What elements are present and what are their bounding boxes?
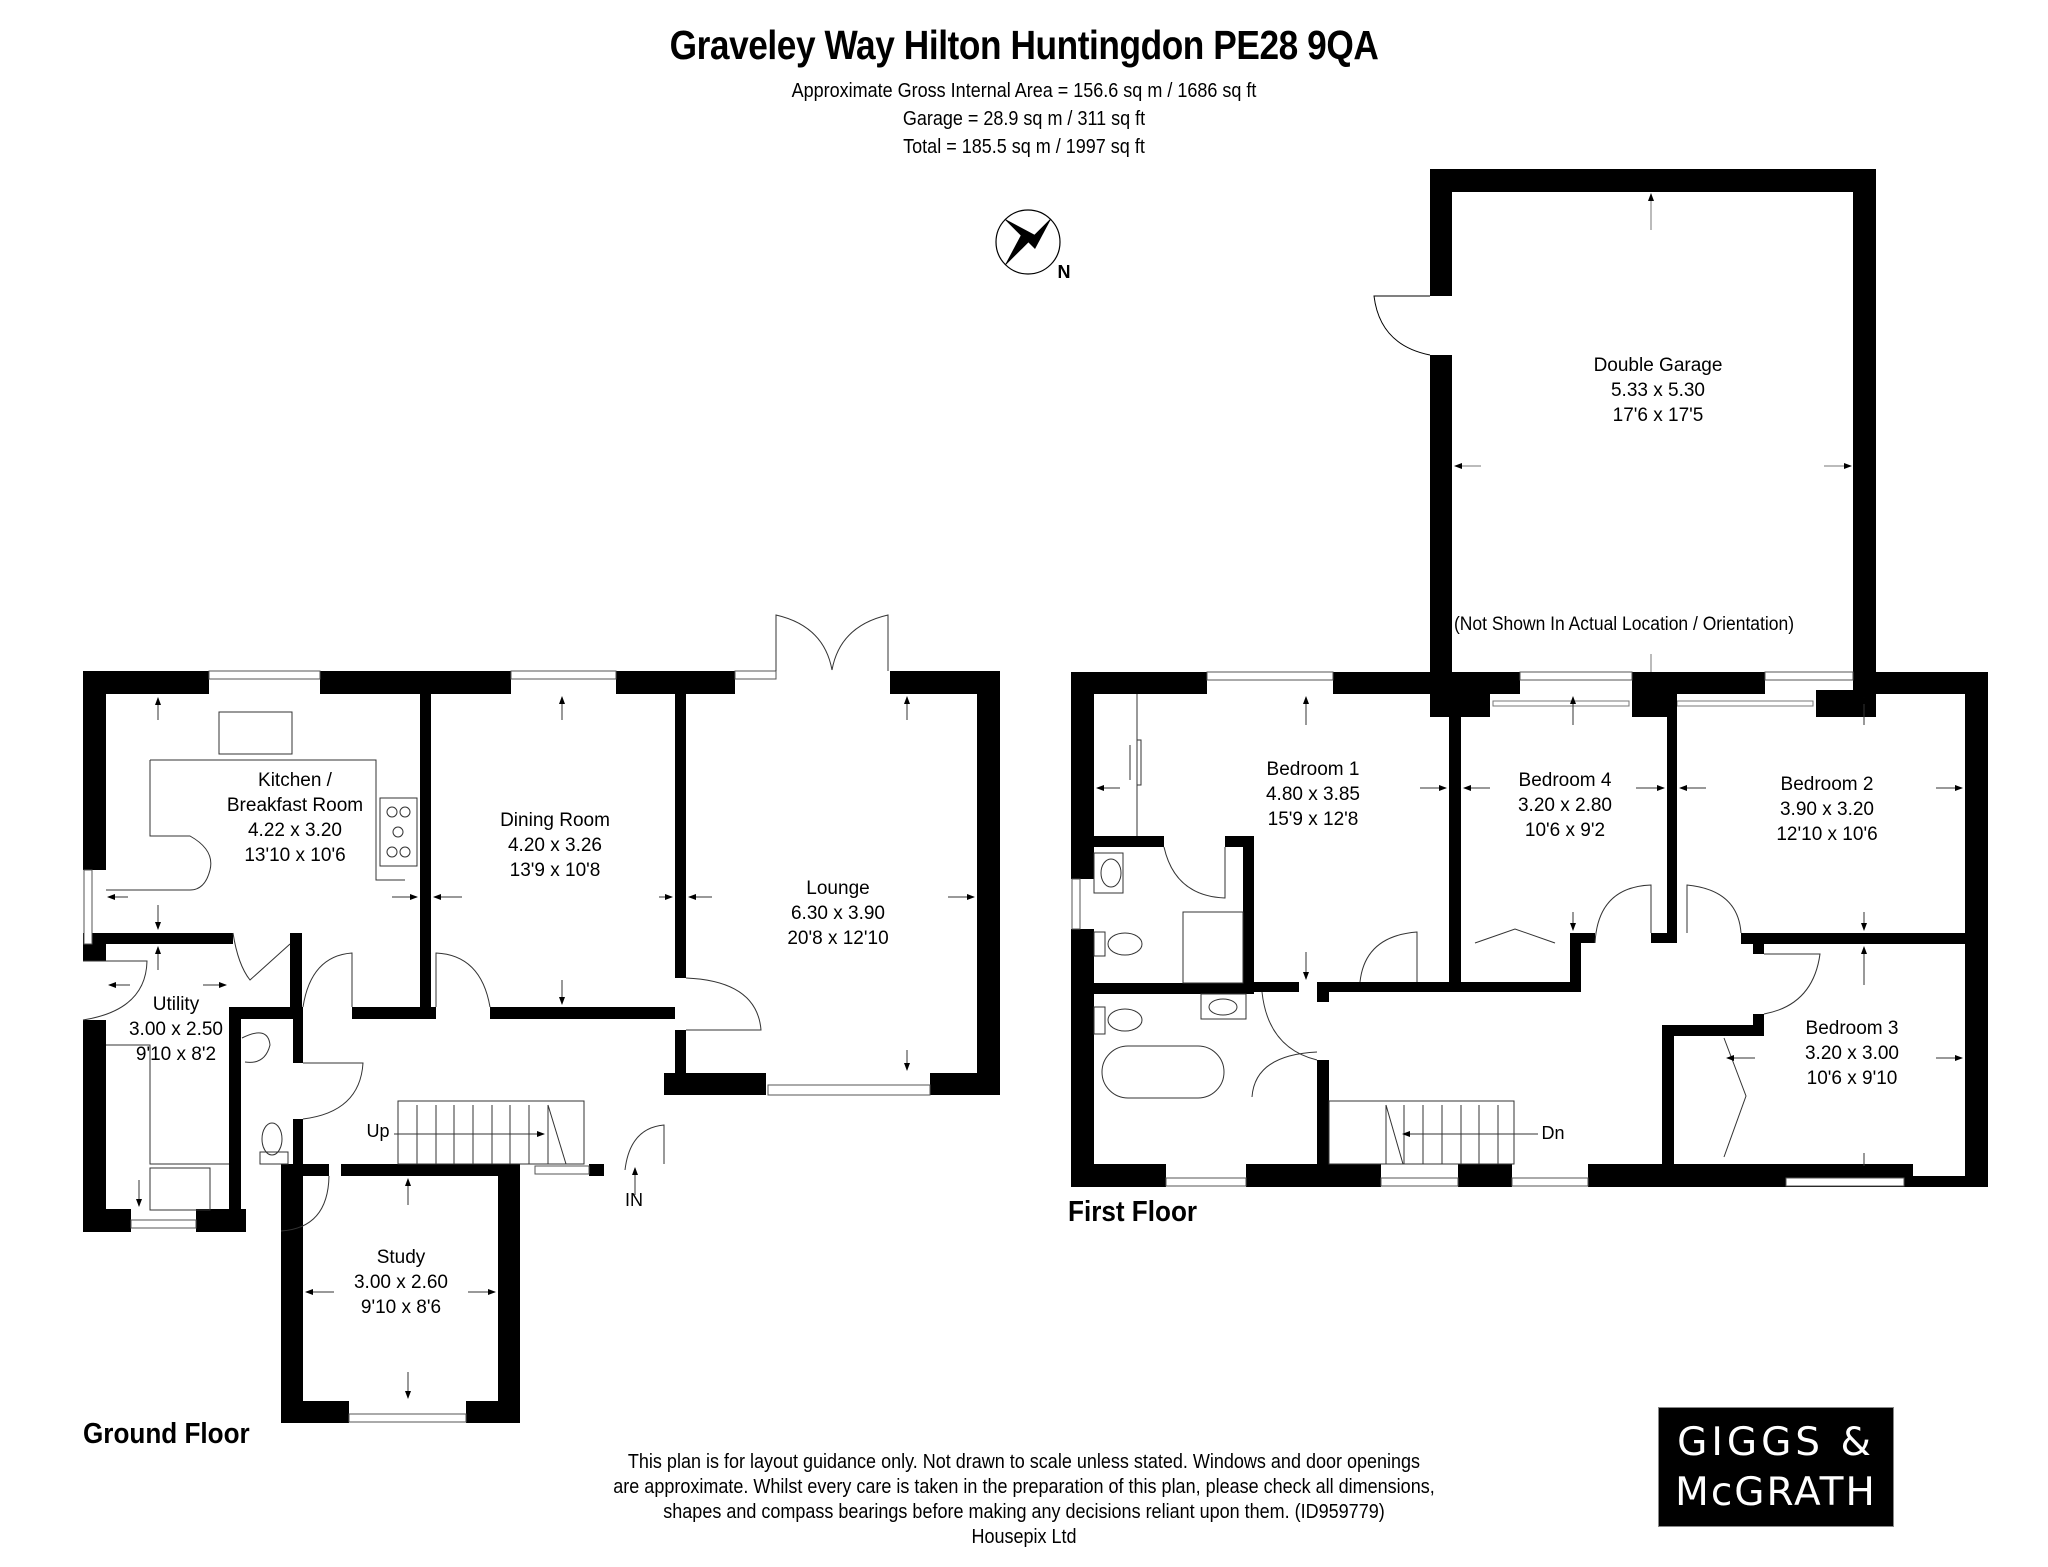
- room-metric: 6.30 x 3.90: [790, 903, 886, 924]
- room-label-double-garage: Double Garage 5.33 x 5.30 17'6 x 17'5: [1594, 353, 1723, 428]
- disclaimer-line: are approximate. Whilst every care is ta…: [613, 1476, 1435, 1498]
- room-metric: 3.00 x 2.50: [128, 1019, 224, 1040]
- room-name: Dining Room: [500, 810, 610, 831]
- room-imperial: 15'9 x 12'8: [1267, 809, 1359, 830]
- room-metric: 5.33 x 5.30: [1610, 380, 1706, 401]
- garage-orientation-note: (Not Shown In Actual Location / Orientat…: [1453, 614, 1795, 635]
- ground-floor-fixtures: [82, 614, 975, 1399]
- disclaimer-line: shapes and compass bearings before makin…: [663, 1501, 1385, 1523]
- room-metric: 3.90 x 3.20: [1779, 799, 1875, 820]
- room-name-2: Breakfast Room: [226, 795, 364, 816]
- room-label-dining-room: Dining Room 4.20 x 3.26 13'9 x 10'8: [500, 808, 610, 883]
- room-metric: 4.22 x 3.20: [247, 820, 343, 841]
- garage-area: Garage = 28.9 sq m / 311 sq ft: [902, 108, 1146, 130]
- stairs-up-label: Up: [366, 1121, 390, 1141]
- room-name: Bedroom 4: [1518, 770, 1612, 791]
- room-label-bedroom-2: Bedroom 2 3.90 x 3.20 12'10 x 10'6: [1776, 772, 1877, 847]
- disclaimer-credit: Housepix Ltd: [971, 1526, 1077, 1548]
- room-imperial: 20'8 x 12'10: [787, 928, 889, 949]
- disclaimer: This plan is for layout guidance only. N…: [613, 1450, 1434, 1550]
- garage-plan: [1373, 169, 1876, 717]
- page-title: Graveley Way Hilton Huntingdon PE28 9QA: [669, 22, 1379, 68]
- room-imperial: 13'9 x 10'8: [509, 860, 601, 881]
- logo-line-2: McGRATH: [1675, 1470, 1877, 1515]
- room-metric: 3.00 x 2.60: [353, 1272, 449, 1293]
- room-imperial: 13'10 x 10'6: [244, 845, 346, 866]
- room-name: Bedroom 2: [1780, 774, 1874, 795]
- room-name: Kitchen /: [258, 770, 332, 791]
- logo-line-1: GIGGS &: [1677, 1420, 1875, 1465]
- room-imperial: 17'6 x 17'5: [1612, 405, 1704, 426]
- room-imperial: 9'10 x 8'2: [135, 1044, 217, 1065]
- ground-floor-walls: [83, 670, 1000, 1423]
- room-label-kitchen: Kitchen / Breakfast Room 4.22 x 3.20 13'…: [227, 768, 363, 868]
- disclaimer-line: This plan is for layout guidance only. N…: [627, 1451, 1421, 1473]
- first-floor-fixtures: [1093, 694, 1963, 1174]
- room-name: Bedroom 1: [1266, 759, 1360, 780]
- room-imperial: 10'6 x 9'2: [1524, 820, 1606, 841]
- room-label-study: Study 3.00 x 2.60 9'10 x 8'6: [354, 1245, 448, 1320]
- room-imperial: 12'10 x 10'6: [1776, 824, 1878, 845]
- stairs-down-label: Dn: [1541, 1123, 1565, 1143]
- gross-internal-area: Approximate Gross Internal Area = 156.6 …: [791, 80, 1257, 102]
- entrance-label: IN: [625, 1190, 643, 1210]
- room-metric: 3.20 x 2.80: [1517, 795, 1613, 816]
- room-label-bedroom-1: Bedroom 1 4.80 x 3.85 15'9 x 12'8: [1266, 757, 1360, 832]
- total-area: Total = 185.5 sq m / 1997 sq ft: [903, 136, 1145, 158]
- room-metric: 4.80 x 3.85: [1265, 784, 1361, 805]
- ground-floor-label: Ground Floor: [83, 1418, 250, 1450]
- room-label-bedroom-4: Bedroom 4 3.20 x 2.80 10'6 x 9'2: [1518, 768, 1612, 843]
- room-name: Lounge: [806, 878, 870, 899]
- room-label-lounge: Lounge 6.30 x 3.90 20'8 x 12'10: [787, 876, 888, 951]
- room-imperial: 9'10 x 8'6: [360, 1297, 442, 1318]
- compass-north-label: N: [1057, 262, 1071, 282]
- compass-rose-icon: [995, 209, 1061, 275]
- room-name: Double Garage: [1593, 355, 1723, 376]
- room-name: Study: [376, 1247, 426, 1268]
- room-name: Utility: [152, 994, 200, 1015]
- agent-logo: GIGGS & McGRATH: [1658, 1407, 1894, 1527]
- room-label-utility: Utility 3.00 x 2.50 9'10 x 8'2: [129, 992, 223, 1067]
- first-floor-label: First Floor: [1068, 1196, 1198, 1228]
- room-metric: 4.20 x 3.26: [507, 835, 603, 856]
- room-imperial: 10'6 x 9'10: [1806, 1068, 1898, 1089]
- room-metric: 3.20 x 3.00: [1804, 1043, 1900, 1064]
- room-label-bedroom-3: Bedroom 3 3.20 x 3.00 10'6 x 9'10: [1805, 1016, 1899, 1091]
- room-name: Bedroom 3: [1805, 1018, 1899, 1039]
- first-floor-walls: [1071, 671, 1988, 1187]
